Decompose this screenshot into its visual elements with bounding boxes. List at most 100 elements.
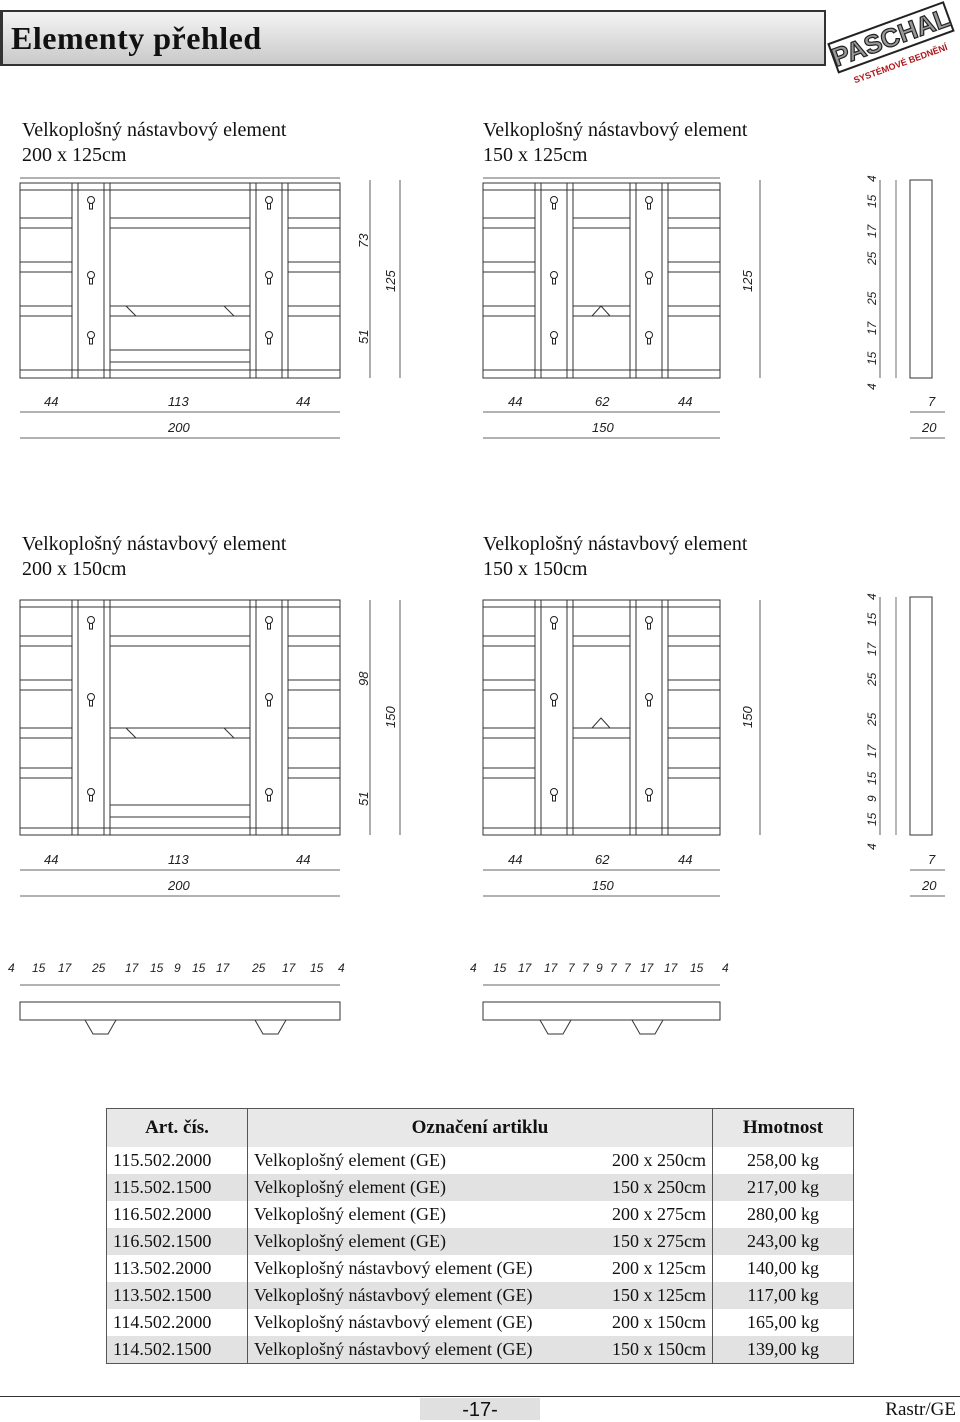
dim-c-200: 200 xyxy=(167,878,190,893)
drawing-panel-150x150 xyxy=(482,599,721,836)
row-name: Velkoplošný element (GE) xyxy=(247,1174,580,1201)
dim-b-150: 150 xyxy=(592,420,614,435)
dim-b-44-left: 44 xyxy=(508,394,522,409)
profile-dims-150: 4 15 9 15 17 25 25 17 15 4 xyxy=(865,593,879,850)
dim-b-44-right: 44 xyxy=(678,394,692,409)
dim-a-125: 125 xyxy=(383,270,398,292)
svg-text:17: 17 xyxy=(865,743,879,758)
row-weight: 165,00 kg xyxy=(747,1312,819,1332)
page-header-bar: Elementy přehled xyxy=(0,10,826,66)
technical-drawings: 44 113 44 200 73 51 125 44 62 44 150 125… xyxy=(8,175,945,1035)
drawing-panel-200x150 xyxy=(19,599,341,836)
dim-a-73: 73 xyxy=(356,233,371,248)
svg-text:4: 4 xyxy=(722,961,729,975)
svg-text:9: 9 xyxy=(174,961,181,975)
svg-text:17: 17 xyxy=(544,961,559,975)
row-art: 114.502.2000 xyxy=(106,1309,248,1336)
caption-a-line1: Velkoplošný nástavbový element xyxy=(22,119,287,141)
svg-text:17: 17 xyxy=(125,961,140,975)
dim-c-113: 113 xyxy=(168,852,189,867)
dim-d-44-right: 44 xyxy=(678,852,692,867)
side-profile-125 xyxy=(895,179,933,379)
svg-text:4: 4 xyxy=(865,593,879,600)
strip-drawing-150 xyxy=(482,984,721,1035)
caption-c: Velkoplošný nástavbový element 200 x 150… xyxy=(22,532,286,582)
caption-b-line2: 150 x 125cm xyxy=(483,144,588,166)
dim-d-62: 62 xyxy=(595,852,610,867)
dim-b-62: 62 xyxy=(595,394,610,409)
caption-d: Velkoplošný nástavbový element 150 x 150… xyxy=(483,532,747,582)
dim-d-150: 150 xyxy=(592,878,614,893)
caption-d-line2: 150 x 150cm xyxy=(483,558,588,580)
svg-text:25: 25 xyxy=(251,961,266,975)
table-row: 115.502.1500 Velkoplošný element (GE) 15… xyxy=(106,1174,854,1201)
row-weight: 258,00 kg xyxy=(747,1150,819,1170)
dim-a-44-left: 44 xyxy=(44,394,58,409)
row-size: 200 x 250cm xyxy=(580,1147,713,1174)
row-name: Velkoplošný nástavbový element (GE) xyxy=(247,1336,580,1364)
svg-text:17: 17 xyxy=(865,223,879,238)
caption-d-line1: Velkoplošný nástavbový element xyxy=(483,533,748,555)
row-name: Velkoplošný nástavbový element (GE) xyxy=(247,1282,580,1309)
caption-b: Velkoplošný nástavbový element 150 x 125… xyxy=(483,118,747,168)
svg-text:4: 4 xyxy=(8,961,15,975)
strip-dims-200: 4 15 17 25 17 15 9 15 17 25 17 15 4 xyxy=(8,961,345,975)
header-art: Art. čís. xyxy=(106,1108,248,1147)
table-row: 113.502.1500 Velkoplošný nástavbový elem… xyxy=(106,1282,854,1309)
table-row: 113.502.2000 Velkoplošný nástavbový elem… xyxy=(106,1255,854,1282)
dim-a-44-right: 44 xyxy=(296,394,310,409)
dim-b-side-20: 20 xyxy=(921,420,937,435)
header-name: Označení artiklu xyxy=(247,1108,713,1147)
page-title: Elementy přehled xyxy=(11,20,262,56)
table-row: 115.502.2000 Velkoplošný element (GE) 20… xyxy=(106,1147,854,1174)
row-size: 150 x 150cm xyxy=(580,1336,713,1364)
row-size: 200 x 275cm xyxy=(580,1201,713,1228)
row-weight: 139,00 kg xyxy=(712,1336,854,1364)
table-row: 116.502.2000 Velkoplošný element (GE) 20… xyxy=(106,1201,854,1228)
svg-text:17: 17 xyxy=(216,961,231,975)
svg-text:7: 7 xyxy=(568,961,576,975)
row-art: 115.502.2000 xyxy=(106,1147,248,1174)
dim-a-51: 51 xyxy=(356,330,371,344)
svg-text:9: 9 xyxy=(865,795,879,802)
svg-text:15: 15 xyxy=(32,961,46,975)
svg-text:4: 4 xyxy=(865,843,879,850)
row-size: 200 x 150cm xyxy=(580,1309,713,1336)
svg-text:25: 25 xyxy=(865,712,879,727)
row-size: 150 x 125cm xyxy=(580,1282,713,1309)
dim-c-44-left: 44 xyxy=(44,852,58,867)
row-size: 150 x 250cm xyxy=(580,1174,713,1201)
row-name: Velkoplošný nástavbový element (GE) xyxy=(254,1312,533,1332)
svg-text:7: 7 xyxy=(582,961,590,975)
row-name: Velkoplošný element (GE) xyxy=(254,1150,446,1170)
dim-b-125: 125 xyxy=(740,270,755,292)
svg-text:15: 15 xyxy=(865,194,879,208)
strip-drawing-200 xyxy=(19,984,341,1035)
dim-c-44-right: 44 xyxy=(296,852,310,867)
svg-text:4: 4 xyxy=(338,961,345,975)
row-weight: 117,00 kg xyxy=(712,1282,854,1309)
caption-a: Velkoplošný nástavbový element 200 x 125… xyxy=(22,118,286,168)
caption-c-line1: Velkoplošný nástavbový element xyxy=(22,533,287,555)
svg-text:15: 15 xyxy=(865,812,879,826)
row-size: 200 x 125cm xyxy=(580,1255,713,1282)
table-row: 114.502.2000 Velkoplošný nástavbový elem… xyxy=(106,1309,854,1336)
footer-reference: Rastr/GE xyxy=(885,1399,956,1420)
strip-dims-150: 4 15 17 17 7 7 9 7 7 17 17 15 4 xyxy=(470,961,729,975)
svg-text:15: 15 xyxy=(150,961,164,975)
svg-text:17: 17 xyxy=(518,961,533,975)
svg-text:17: 17 xyxy=(865,320,879,335)
drawing-panel-200x125 xyxy=(19,177,341,379)
row-size: 150 x 275cm xyxy=(580,1228,713,1255)
row-art: 114.502.1500 xyxy=(106,1336,248,1364)
svg-text:7: 7 xyxy=(610,961,618,975)
caption-a-line2: 200 x 125cm xyxy=(22,144,127,166)
svg-text:17: 17 xyxy=(58,961,73,975)
dim-c-98: 98 xyxy=(356,671,371,686)
svg-text:17: 17 xyxy=(664,961,679,975)
row-art: 115.502.1500 xyxy=(106,1174,248,1201)
svg-text:4: 4 xyxy=(865,175,879,182)
dim-d-150-height: 150 xyxy=(740,706,755,728)
dim-a-113: 113 xyxy=(168,394,189,409)
row-weight: 280,00 kg xyxy=(747,1204,819,1224)
